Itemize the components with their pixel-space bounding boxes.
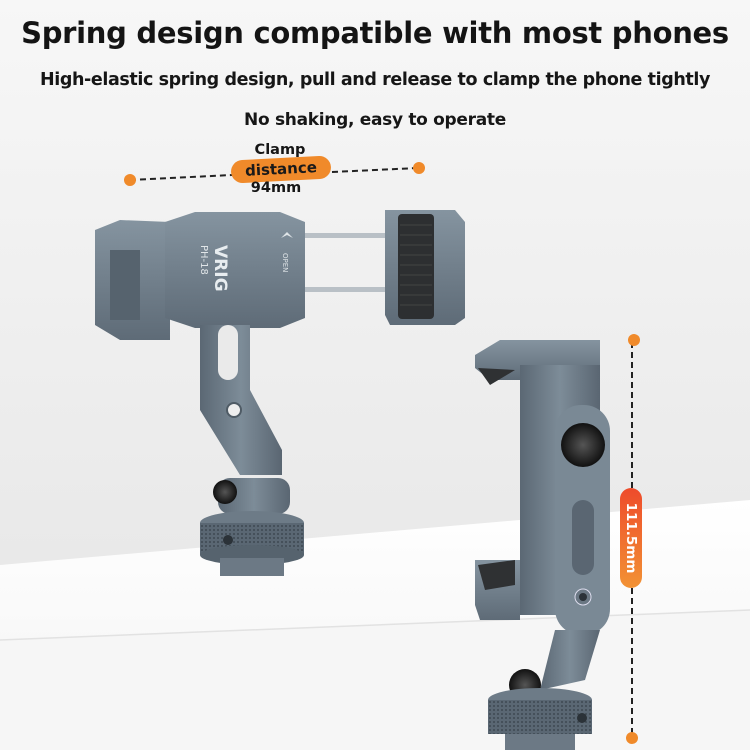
height-badge: 111.5mm <box>620 488 642 588</box>
clamp-distance-dimension <box>124 162 425 186</box>
open-marker: OPEN <box>281 253 289 272</box>
right-phone-clamp <box>475 340 610 750</box>
headline-subtitle: High-elastic spring design, pull and rel… <box>40 70 710 90</box>
headline-subtitle-2: No shaking, easy to operate <box>244 110 506 130</box>
left-phone-clamp <box>95 210 465 576</box>
headline-title: Spring design compatible with most phone… <box>21 16 729 50</box>
brand-logo: VRIG <box>210 245 230 292</box>
clamp-distance-value: 94mm <box>250 180 302 196</box>
height-dimension <box>626 334 640 744</box>
product-engraving: VRIG PH-18 <box>198 245 230 292</box>
open-arrow-icon <box>281 232 293 238</box>
height-value: 111.5mm <box>623 502 639 574</box>
clamp-distance-label-line1: Clamp <box>254 142 306 158</box>
model-label: PH-18 <box>198 245 209 275</box>
